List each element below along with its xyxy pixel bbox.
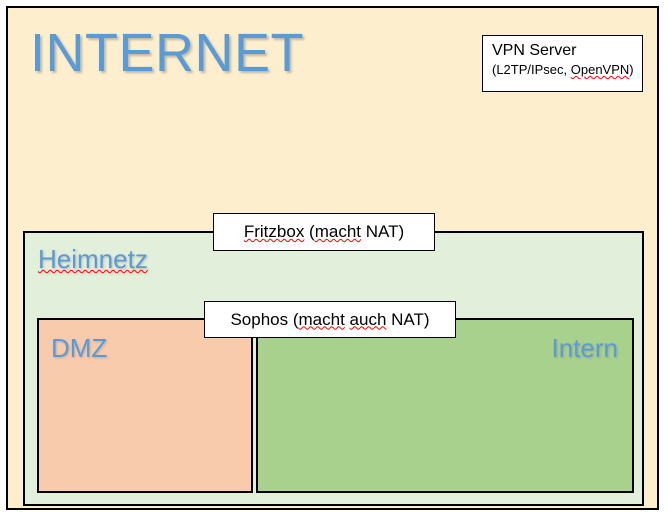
dmz-zone-label: DMZ bbox=[51, 333, 108, 363]
vpn-subtitle-open: (L2TP/IPsec, bbox=[492, 62, 571, 77]
sophos-word-macht: macht bbox=[298, 309, 345, 329]
internet-zone-label: INTERNET bbox=[30, 23, 304, 83]
fritzbox-device-box: Fritzbox (macht NAT) bbox=[213, 213, 435, 251]
sophos-label: Sophos (macht auch NAT) bbox=[230, 310, 429, 330]
sophos-word-auch: auch bbox=[349, 309, 387, 329]
fritzbox-tail: NAT) bbox=[361, 222, 405, 241]
fritzbox-separator: ( bbox=[304, 222, 315, 241]
dmz-zone: DMZ bbox=[37, 318, 253, 493]
intern-zone-label: Intern bbox=[551, 333, 619, 363]
heimnetz-zone-label: Heimnetz bbox=[38, 244, 148, 274]
intern-zone: Intern bbox=[256, 318, 634, 493]
vpn-subtitle-openvpn: OpenVPN bbox=[570, 62, 630, 77]
sophos-device-box: Sophos (macht auch NAT) bbox=[204, 301, 456, 338]
sophos-lead: Sophos ( bbox=[230, 309, 299, 329]
vpn-server-subtitle: (L2TP/IPsec, OpenVPN) bbox=[492, 61, 634, 79]
fritzbox-label: Fritzbox (macht NAT) bbox=[244, 222, 404, 242]
vpn-server-title: VPN Server bbox=[492, 42, 577, 59]
fritzbox-word-macht: macht bbox=[314, 222, 362, 241]
vpn-server-box: VPN Server (L2TP/IPsec, OpenVPN) bbox=[482, 35, 643, 92]
sophos-tail: NAT) bbox=[386, 309, 430, 329]
fritzbox-word-fritzbox: Fritzbox bbox=[243, 222, 305, 241]
vpn-subtitle-close: ) bbox=[629, 62, 634, 77]
